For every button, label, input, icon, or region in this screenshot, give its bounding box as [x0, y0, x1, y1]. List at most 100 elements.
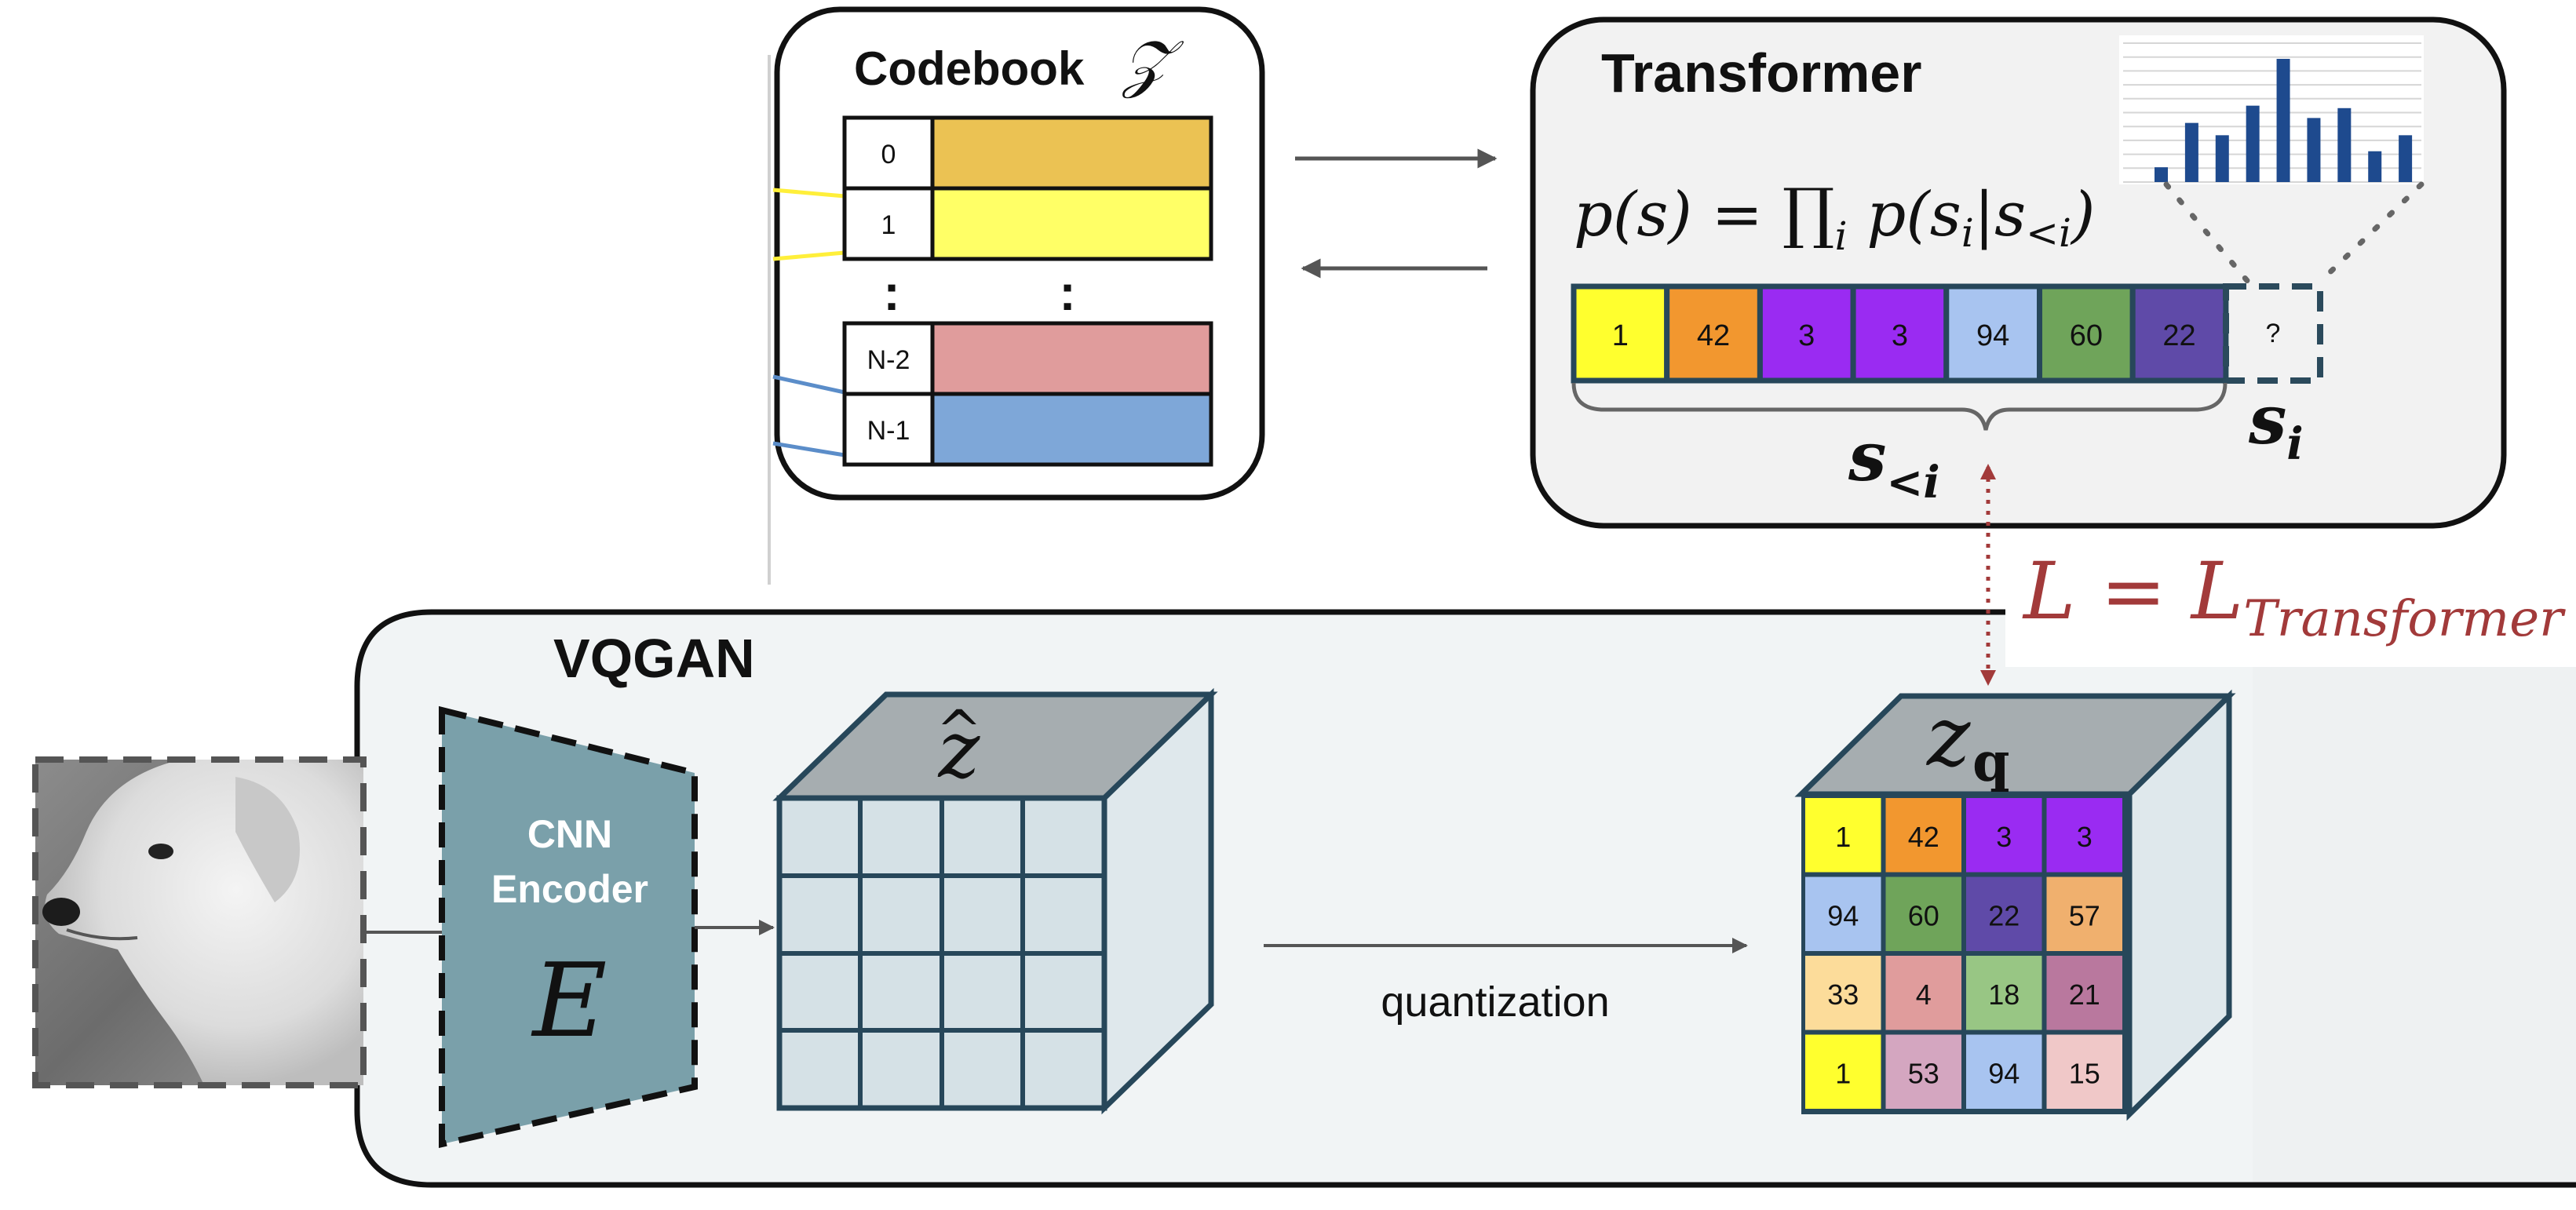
transformer-formula: p(s) = ∏i p(si|s<i): [1574, 174, 2095, 259]
encoder-label-line2: Encoder: [491, 867, 648, 911]
cnn-encoder: CNN Encoder E: [439, 705, 698, 1149]
codebook-connector-yellow-1: [772, 188, 845, 199]
codebook-panel: Codebook 𝒵 01N-2N-1 : :: [768, 6, 1265, 585]
zq-grid-cell-label: 21: [2069, 979, 2100, 1011]
zq-grid-cell: [1966, 798, 2042, 873]
zq-label-base: z: [1925, 689, 1971, 785]
histogram-bar: [2215, 135, 2229, 182]
zq-grid-cell: [1885, 1034, 1961, 1109]
formula-rhs-sub-i: i: [1961, 210, 1974, 256]
current-label: si: [2248, 381, 2304, 470]
formula-rhs-start: p(s: [1848, 180, 1961, 250]
encoder-symbol: E: [531, 941, 608, 1060]
sequence-token-label: 3: [1892, 319, 1908, 352]
encoder-trapezoid: [439, 705, 698, 1149]
context-label-base: s: [1848, 417, 1886, 497]
loss-label-background: [2005, 549, 2576, 667]
zhat-grid-lines: [779, 798, 1104, 1108]
zq-grid-cell: [1885, 956, 1961, 1030]
context-label: s<i: [1848, 417, 1940, 508]
zq-grid-cell-label: 42: [1908, 821, 1939, 853]
zq-label-sub: q: [1972, 731, 2010, 794]
dog-image-border: [32, 756, 367, 1088]
sequence-token-label: 1: [1612, 319, 1629, 352]
histogram-bars: [2155, 59, 2413, 182]
zq-grid-cell-label: 4: [1916, 979, 1932, 1011]
dog-nose: [42, 898, 80, 926]
zq-grid-cell: [1966, 877, 2042, 951]
loss-formula: L = LTransformer: [2022, 545, 2566, 648]
context-label-sub: <i: [1886, 457, 1939, 508]
formula-rhs-end: ): [2070, 180, 2095, 250]
codebook-index-cell: [842, 186, 935, 261]
zq-grid-cell: [1805, 798, 1881, 873]
codebook-title: Codebook: [854, 42, 1085, 95]
sequence-token: [1664, 283, 1763, 384]
dog-mouth: [66, 928, 138, 941]
loss: L = LTransformer: [1980, 464, 2576, 686]
zhat-cube: z ^: [772, 687, 1218, 1115]
unknown-token-box: [2223, 283, 2323, 384]
zq-grid-cell-label: 1: [1835, 1058, 1851, 1090]
histogram-bar: [2246, 105, 2260, 182]
codebook-vector-cell: [930, 186, 1213, 261]
zq-grid-cell: [2046, 798, 2122, 873]
zhat-label: z: [938, 704, 981, 796]
quantization-label: quantization: [1381, 979, 1609, 1026]
zq-grid-cell-label: 94: [1988, 1058, 2020, 1090]
zq-grid-cell: [2046, 956, 2122, 1030]
unknown-token-label: ?: [2266, 319, 2281, 348]
zq-grid-cell: [1885, 877, 1961, 951]
loss-formula-sub: Transformer: [2243, 590, 2566, 648]
codebook-vector-cell: [930, 392, 1213, 467]
histogram: [2119, 35, 2425, 286]
zq-grid-cell-label: 3: [1996, 821, 2012, 853]
codebook-ellipsis-right: :: [1059, 264, 1075, 321]
sequence-token: [1757, 283, 1856, 384]
codebook-index-label: 0: [881, 140, 896, 169]
zq-grid-cell-label: 18: [1988, 979, 2020, 1011]
codebook-index-label: N-1: [867, 416, 910, 446]
codebook-index-label: 1: [881, 210, 896, 240]
encoder-label-line1: CNN: [527, 812, 612, 856]
histogram-bar: [2155, 167, 2168, 182]
vqgan-panel-right-shade: [2253, 620, 2576, 1182]
sequence-token: [1850, 283, 1950, 384]
codebook-index-cell: [842, 115, 935, 191]
histogram-gridlines: [2123, 42, 2421, 183]
formula-lhs: p(s) =: [1574, 180, 1782, 250]
loss-formula-main: L = L: [2022, 545, 2243, 637]
histogram-bar: [2184, 122, 2198, 182]
zq-grid-cell-label: 94: [1827, 900, 1859, 932]
zq-grid-cell: [1966, 956, 2042, 1030]
dog-eye: [148, 844, 173, 859]
codebook-index-label: N-2: [867, 345, 910, 375]
vqgan-title: VQGAN: [553, 628, 755, 689]
histogram-zoom-right: [2316, 181, 2425, 286]
histogram-bar: [2368, 151, 2382, 182]
codebook-connector-blue-2: [772, 441, 845, 457]
sequence-token-label: 94: [1976, 319, 2009, 352]
zq-grid-cell-label: 53: [1908, 1058, 1939, 1090]
codebook-connector-blue-1: [772, 374, 845, 395]
formula-rhs-mid: |s: [1974, 180, 2026, 250]
input-dog-image: [32, 756, 367, 1088]
zq-grid-cell: [1885, 798, 1961, 873]
zq-grid-cell-label: 33: [1827, 979, 1859, 1011]
zq-grid-cell-label: 15: [2069, 1058, 2100, 1090]
sequence-token-label: 22: [2162, 319, 2195, 352]
current-label-sub: i: [2286, 418, 2303, 470]
histogram-bar: [2399, 135, 2413, 182]
formula-prod: ∏: [1782, 174, 1835, 251]
sequence-token-label: 42: [1697, 319, 1730, 352]
zq-grid-cell: [2046, 1034, 2122, 1109]
codebook-vector-cell: [930, 321, 1213, 396]
codebook-vector-cell: [930, 115, 1213, 191]
zq-grid-cell: [1966, 1034, 2042, 1109]
codebook-rows: 0 1N-2N-1: [842, 115, 1213, 467]
